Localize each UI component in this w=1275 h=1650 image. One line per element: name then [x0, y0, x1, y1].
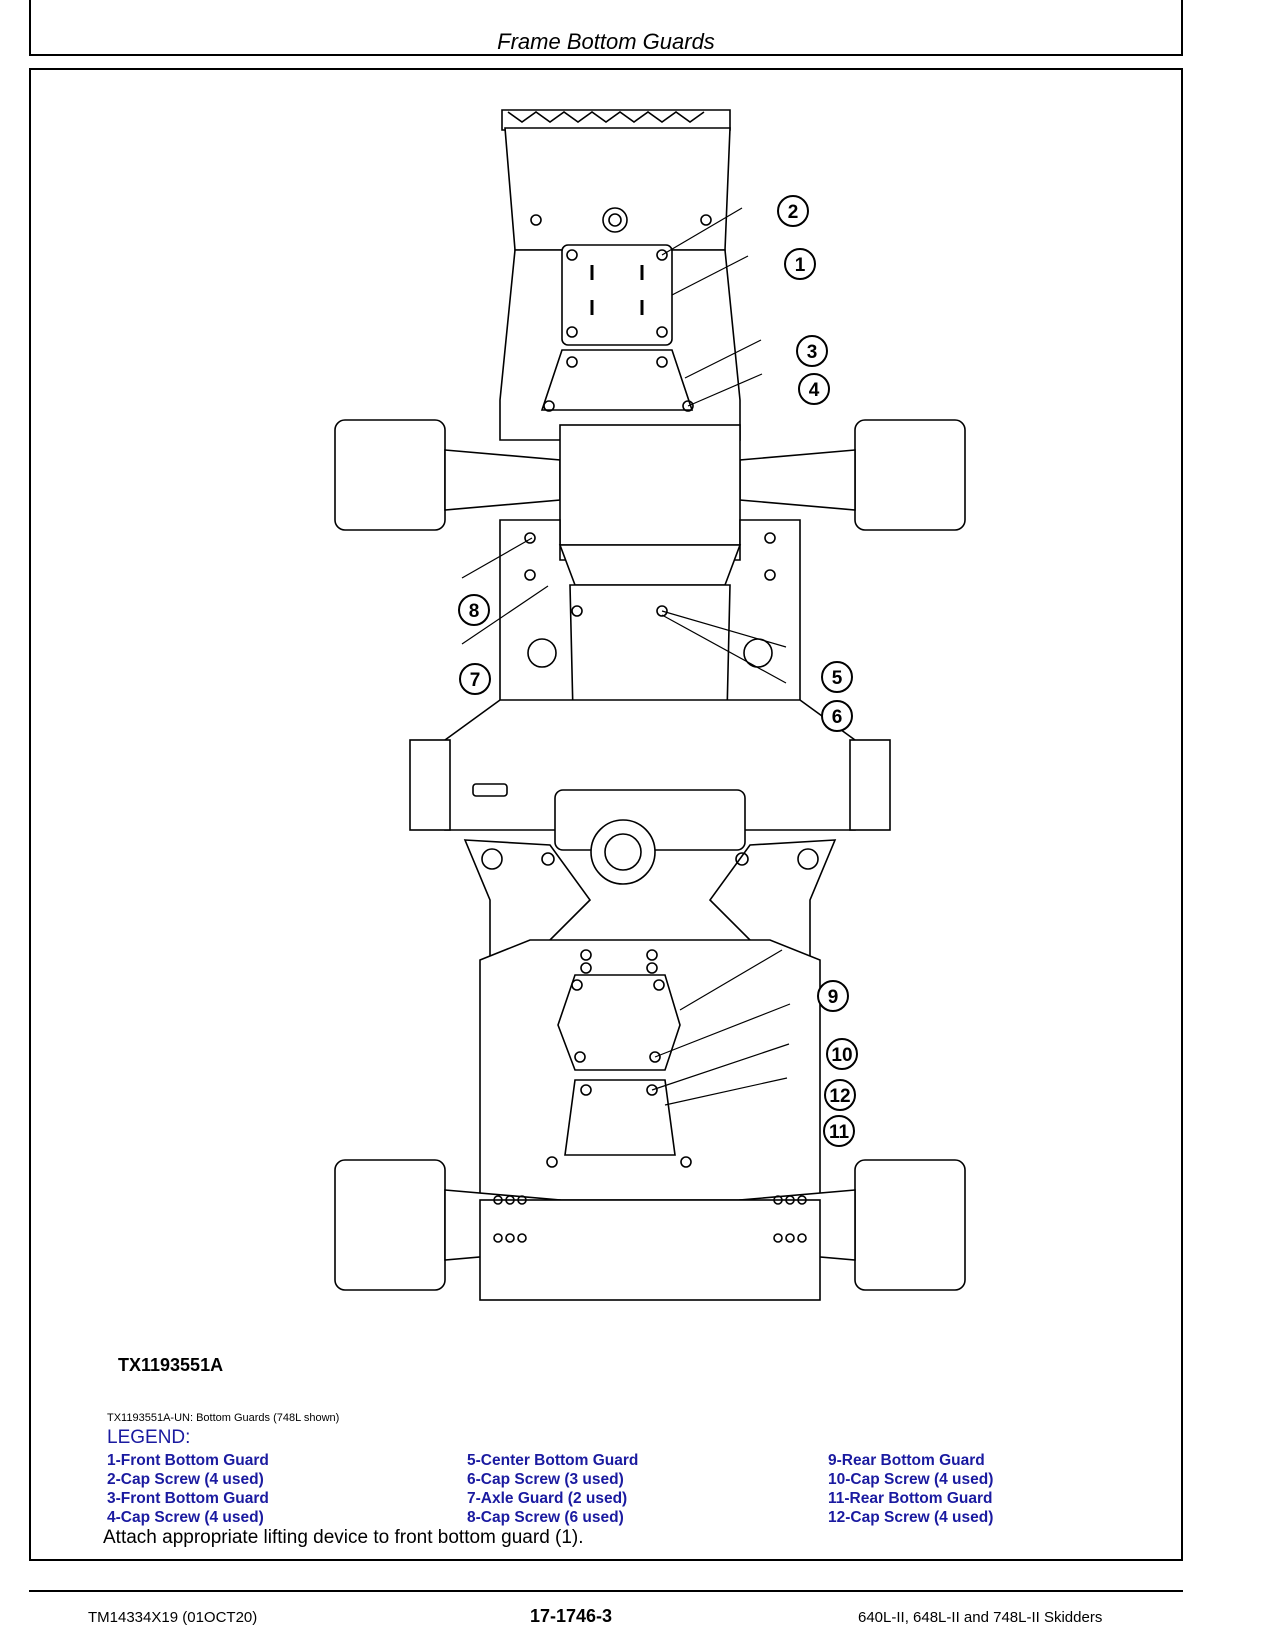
legend-item: 1-Front Bottom Guard	[107, 1452, 269, 1469]
front-bottom-guard-3	[540, 349, 694, 412]
figure-caption: TX1193551A-UN: Bottom Guards (748L shown…	[107, 1412, 340, 1424]
callout-4: 4	[798, 373, 830, 405]
footer-divider	[29, 1590, 1183, 1592]
legend-item: 10-Cap Screw (4 used)	[828, 1471, 994, 1488]
legend-item: 2-Cap Screw (4 used)	[107, 1471, 264, 1488]
callout-1: 1	[784, 248, 816, 280]
legend-item: 6-Cap Screw (3 used)	[467, 1471, 624, 1488]
callout-12: 12	[824, 1079, 856, 1111]
callout-3: 3	[796, 335, 828, 367]
callout-5: 5	[821, 661, 853, 693]
svg-text:5: 5	[832, 668, 843, 689]
svg-text:10: 10	[831, 1045, 852, 1066]
legend-item: 12-Cap Screw (4 used)	[828, 1509, 994, 1526]
figure-id: TX1193551A	[118, 1355, 224, 1375]
articulation-joint	[463, 789, 837, 961]
page-title: Frame Bottom Guards	[497, 29, 715, 54]
header-box: Frame Bottom Guards	[29, 0, 1183, 56]
legend-column-1: 1-Front Bottom Guard 2-Cap Screw (4 used…	[107, 1451, 269, 1527]
callout-10: 10	[826, 1038, 858, 1070]
legend-item: 7-Axle Guard (2 used)	[467, 1490, 628, 1507]
svg-text:4: 4	[809, 380, 820, 401]
figure-box	[29, 68, 1183, 1561]
rear-bottom-guard-9	[557, 974, 681, 1071]
center-frame	[409, 519, 891, 831]
footer-page-number: 17-1746-3	[530, 1606, 613, 1626]
legend-item: 8-Cap Screw (6 used)	[467, 1509, 624, 1526]
callout-2: 2	[777, 195, 809, 227]
legend-item: 11-Rear Bottom Guard	[828, 1490, 993, 1507]
callout-8: 8	[458, 594, 490, 626]
callout-6: 6	[821, 700, 853, 732]
svg-text:11: 11	[829, 1122, 850, 1143]
legend-column-2: 5-Center Bottom Guard 6-Cap Screw (3 use…	[467, 1451, 638, 1527]
legend-item: 9-Rear Bottom Guard	[828, 1452, 985, 1469]
rear-axle	[334, 1159, 966, 1301]
svg-text:7: 7	[470, 670, 481, 691]
svg-text:3: 3	[807, 342, 818, 363]
svg-text:9: 9	[828, 987, 839, 1008]
rear-bottom-guard-11	[546, 1079, 692, 1168]
leader-lines	[461, 207, 791, 1106]
callout-7: 7	[459, 663, 491, 695]
svg-text:12: 12	[829, 1086, 850, 1107]
legend-item: 3-Front Bottom Guard	[107, 1490, 269, 1507]
svg-text:6: 6	[832, 707, 843, 728]
instruction-text: Attach appropriate lifting device to fro…	[103, 1527, 584, 1548]
legend-item: 4-Cap Screw (4 used)	[107, 1509, 264, 1526]
footer-model-names: 640L-II, 648L-II and 748L-II Skidders	[858, 1609, 1103, 1626]
footer-doc-id: TM14334X19 (01OCT20)	[88, 1609, 258, 1626]
callout-9: 9	[817, 980, 849, 1012]
skidder-frame-diagram	[334, 109, 966, 1301]
legend-title: LEGEND:	[107, 1427, 191, 1448]
front-axle	[334, 419, 966, 546]
callout-11: 11	[823, 1115, 855, 1147]
svg-text:1: 1	[795, 255, 806, 276]
svg-text:2: 2	[788, 202, 799, 223]
svg-text:8: 8	[469, 601, 480, 622]
legend-item: 5-Center Bottom Guard	[467, 1452, 639, 1469]
legend-column-3: 9-Rear Bottom Guard 10-Cap Screw (4 used…	[828, 1451, 993, 1527]
